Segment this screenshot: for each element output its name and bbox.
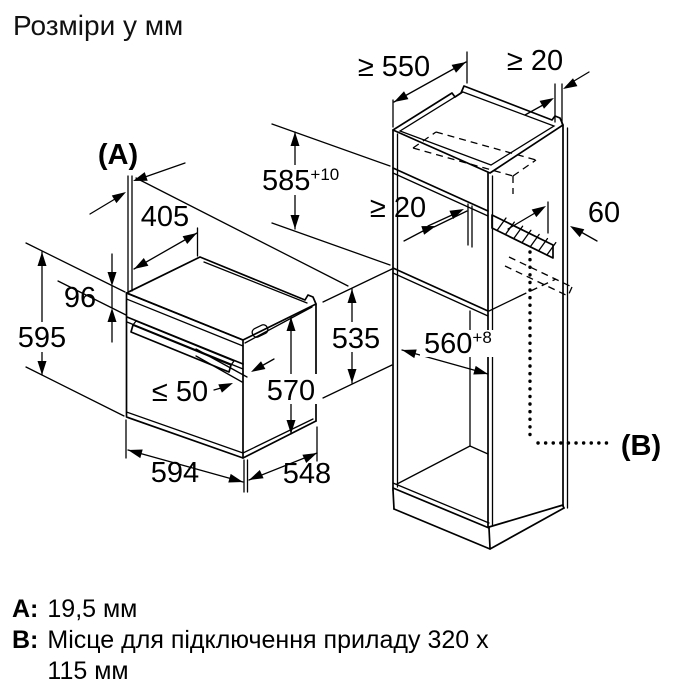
label-550: ≥ 550 xyxy=(358,51,430,83)
dimension-570: 570 xyxy=(263,316,319,435)
label-B: (B) xyxy=(621,430,661,462)
oven-drawing xyxy=(125,256,317,459)
dimension-20-mid: ≥ 20 xyxy=(370,192,546,242)
dimension-20-top: ≥ 20 xyxy=(507,45,590,125)
label-60: 60 xyxy=(588,197,620,229)
dimension-595: 595 xyxy=(16,251,68,376)
note-b-text: Місце для підключення приладу 320 x 115 … xyxy=(47,626,489,685)
cabinet-dimensions: ≥ 550 ≥ 20 585+10 xyxy=(259,45,661,462)
ventilation-cutout-hatch xyxy=(491,214,557,259)
label-548: 548 xyxy=(283,458,331,490)
note-a: A: 19,5 мм xyxy=(12,594,688,625)
note-a-text: 19,5 мм xyxy=(47,595,138,623)
oven-dimensions: (A) 405 96 595 xyxy=(16,139,349,493)
label-570: 570 xyxy=(267,375,315,407)
dimension-548: 548 xyxy=(248,426,331,490)
label-560: 560+8 xyxy=(424,328,492,360)
label-585: 585+10 xyxy=(262,165,339,197)
dimension-50: ≤ 50 xyxy=(152,348,275,408)
dimension-594: 594 xyxy=(125,419,249,493)
dimension-560: 560+8 xyxy=(401,328,508,375)
footnotes: A: 19,5 мм B: Місце для підключення прил… xyxy=(12,594,688,687)
dimension-60: 60 xyxy=(570,197,620,242)
page-title: Розміри у мм xyxy=(13,10,184,41)
label-405: 405 xyxy=(141,201,189,233)
label-96: 96 xyxy=(64,282,96,314)
label-594: 594 xyxy=(151,457,199,489)
note-b-key: B: xyxy=(12,626,39,654)
dimension-550: ≥ 550 xyxy=(358,51,468,128)
cabinet-drawing xyxy=(392,85,573,550)
label-20-top: ≥ 20 xyxy=(507,45,563,77)
oven-side-grip-cutout xyxy=(251,324,269,338)
label-A: (A) xyxy=(98,139,138,171)
dimension-405: 405 xyxy=(133,201,199,270)
dimension-A: (A) xyxy=(89,139,186,292)
label-595: 595 xyxy=(18,322,66,354)
connection-area-leader: (B) xyxy=(528,250,661,462)
note-b: B: Місце для підключення приладу 320 x 1… xyxy=(12,625,688,687)
label-50: ≤ 50 xyxy=(152,376,208,408)
dimension-585: 585+10 xyxy=(259,123,391,266)
label-535: 535 xyxy=(332,323,380,355)
diagram-canvas: (A) 405 96 595 xyxy=(16,45,661,550)
dimension-535: 535 xyxy=(322,268,393,399)
label-20-mid: ≥ 20 xyxy=(370,192,426,224)
dimension-96: 96 xyxy=(64,253,117,343)
note-a-key: A: xyxy=(12,595,39,623)
